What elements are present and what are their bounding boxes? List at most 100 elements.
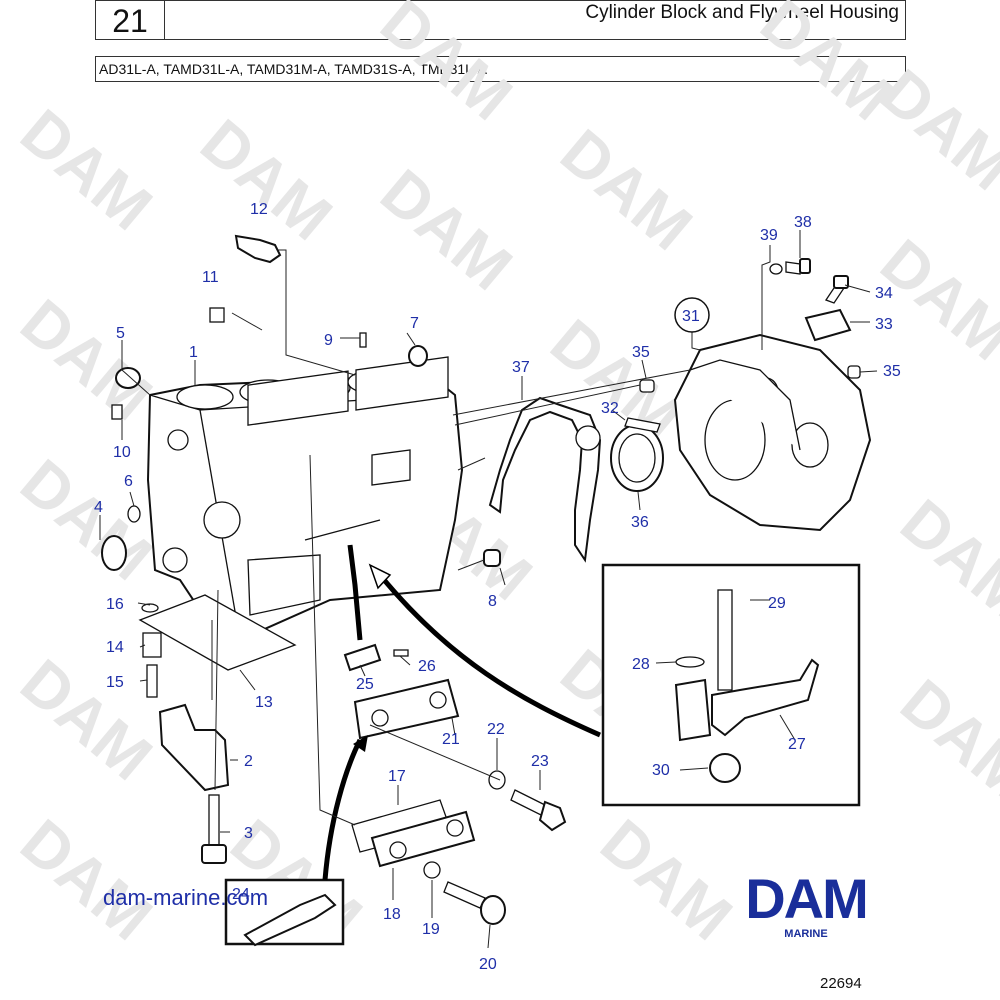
callout-15: 15 <box>106 674 124 691</box>
cover-plate <box>353 678 460 740</box>
washer <box>141 603 159 613</box>
logo-subtitle: MARINE <box>784 928 828 940</box>
cap-screw <box>443 881 506 925</box>
watermark: DAM <box>888 665 1000 814</box>
callout-22: 22 <box>487 721 505 738</box>
watermark: DAM <box>8 95 166 244</box>
cylinder-block <box>146 356 464 642</box>
watermark: DAM <box>188 105 346 254</box>
callout-35b: 35 <box>883 363 901 380</box>
guide-pin <box>624 417 661 433</box>
drain-plug <box>209 307 225 323</box>
watermark: DAM <box>8 285 166 434</box>
callout-3: 3 <box>244 825 253 842</box>
callout-26: 26 <box>418 658 436 675</box>
models-bar: AD31L-A, TAMD31L-A, TAMD31M-A, TAMD31S-A… <box>95 56 906 82</box>
arrow-block <box>347 544 363 641</box>
detail-inset <box>601 563 861 807</box>
screw-small <box>393 649 409 657</box>
callout-13: 13 <box>255 694 273 711</box>
callout-5: 5 <box>116 325 125 342</box>
callout-2: 2 <box>244 753 253 770</box>
callout-20: 20 <box>479 956 497 973</box>
crankshaft-seal <box>610 424 664 492</box>
flywheel-housing <box>673 333 872 532</box>
callout-30: 30 <box>652 762 670 779</box>
callout-31: 31 <box>682 308 700 325</box>
callout-17: 17 <box>388 768 406 785</box>
callout-8: 8 <box>488 593 497 610</box>
washer <box>488 770 506 790</box>
callout-24: 24 <box>232 886 250 903</box>
gasket-and-plate <box>351 799 476 868</box>
callout-12: 12 <box>250 201 268 218</box>
callout-10: 10 <box>113 444 131 461</box>
bearing-cap <box>158 703 230 792</box>
callout-36: 36 <box>631 514 649 531</box>
watermark: DAM <box>8 805 166 954</box>
callout-16: 16 <box>106 596 124 613</box>
nipple <box>111 404 123 420</box>
stud <box>717 589 733 691</box>
bushing <box>483 549 501 567</box>
callout-6: 6 <box>124 473 133 490</box>
callouts: 1 2 3 4 5 6 7 8 9 10 11 12 13 14 15 16 1… <box>94 201 901 973</box>
callout-29: 29 <box>768 595 786 612</box>
drawing-number: 22694 <box>820 975 862 992</box>
washer <box>423 861 441 879</box>
callout-9: 9 <box>324 332 333 349</box>
callout-35: 35 <box>632 344 650 361</box>
watermark: DAM <box>888 485 1000 634</box>
watermark: DAM <box>368 0 526 134</box>
strip <box>343 643 382 672</box>
cover <box>804 308 852 342</box>
watermark: DAM <box>548 115 706 264</box>
callout-23: 23 <box>531 753 549 770</box>
sleeve-body <box>674 678 712 742</box>
callout-21: 21 <box>442 731 460 748</box>
dam-marine-logo: DAM MARINE <box>718 870 894 945</box>
seal-ring <box>101 535 127 571</box>
main-bearing-bolt <box>201 794 227 864</box>
arrow-detail <box>378 573 602 738</box>
expansion-plug <box>408 345 428 367</box>
plug <box>127 505 141 523</box>
bracket-arm <box>711 658 820 737</box>
callout-34: 34 <box>875 285 893 302</box>
callout-4: 4 <box>94 499 103 516</box>
sleeve <box>847 365 861 379</box>
model-list: AD31L-A, TAMD31L-A, TAMD31M-A, TAMD31S-A… <box>99 61 487 77</box>
screw <box>785 258 811 275</box>
callout-18: 18 <box>383 906 401 923</box>
callout-circle <box>674 297 710 333</box>
callout-39: 39 <box>760 227 778 244</box>
arrow-head <box>353 735 368 752</box>
sealant-inset <box>224 878 345 947</box>
arrow-head <box>368 563 392 590</box>
callout-7: 7 <box>410 315 419 332</box>
header-bar: 21 Cylinder Block and Flywheel Housing <box>95 0 906 40</box>
callout-37: 37 <box>512 359 530 376</box>
watermark: DAM <box>8 445 166 594</box>
o-ring <box>115 367 141 389</box>
hex-nut <box>709 753 741 783</box>
logo-wordmark: DAM <box>745 867 869 930</box>
spacer-sleeve <box>142 632 162 658</box>
site-url[interactable]: dam-marine.com <box>103 885 269 910</box>
o-ring-small <box>675 656 705 668</box>
timing-gasket <box>488 396 602 563</box>
sealant-tube <box>243 893 337 947</box>
sleeve <box>639 379 655 393</box>
leader-lines <box>99 230 878 949</box>
bolt <box>825 275 849 304</box>
washer <box>769 263 783 275</box>
callout-27: 27 <box>788 736 806 753</box>
callout-1: 1 <box>189 344 198 361</box>
callout-28: 28 <box>632 656 650 673</box>
watermark: DAM <box>8 645 166 794</box>
hex-bolt <box>510 789 567 832</box>
arrow-sealant <box>322 738 363 881</box>
watermark: DAM <box>538 305 696 454</box>
callout-33: 33 <box>875 316 893 333</box>
